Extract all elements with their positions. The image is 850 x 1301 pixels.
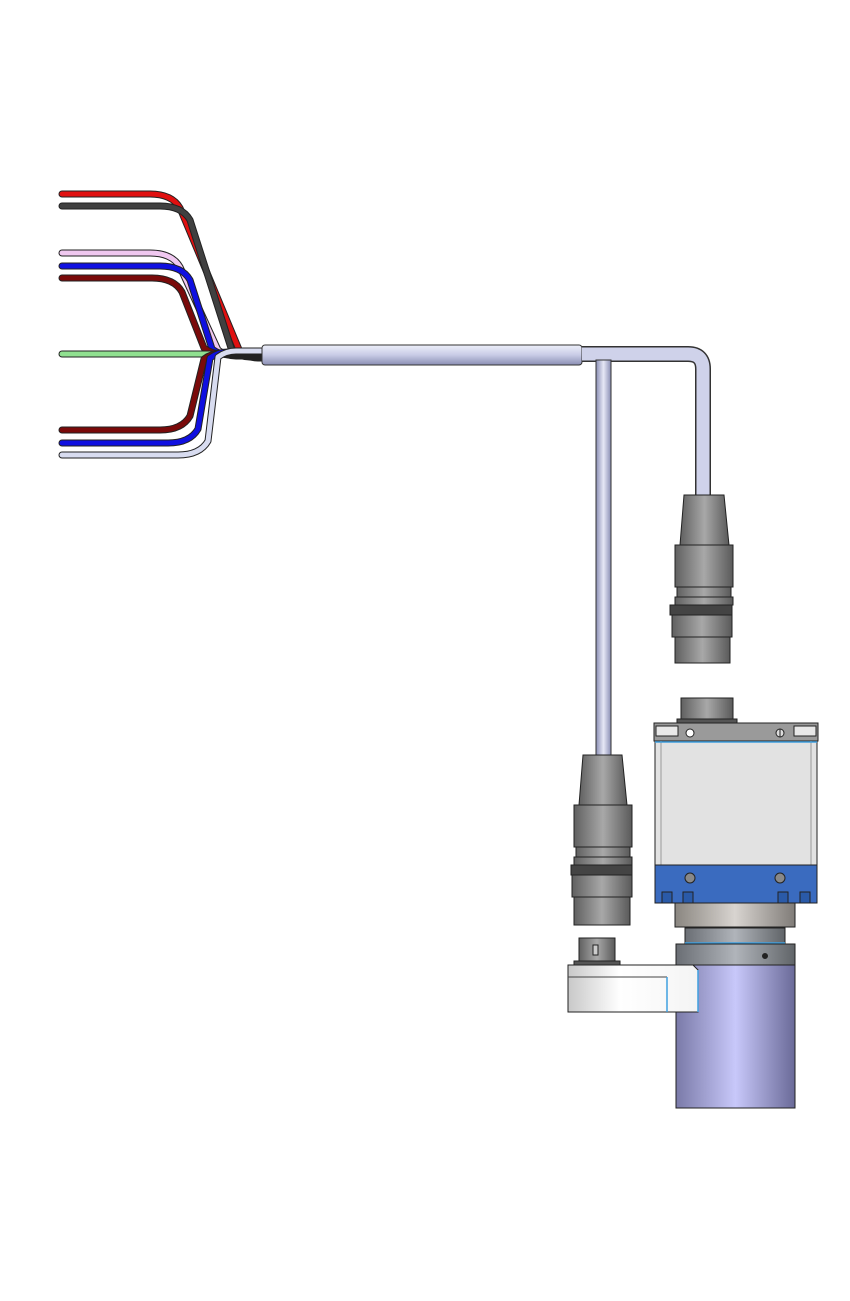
wire-bundle <box>58 190 266 459</box>
camera-top-plate <box>653 722 819 742</box>
wire-outline <box>58 349 266 434</box>
camera-blue-band <box>654 864 818 904</box>
lens-mount-ring <box>674 902 796 928</box>
lens-bracket <box>567 937 699 1013</box>
cable-branch-lower <box>595 359 612 758</box>
lens-focus-ring <box>675 943 796 966</box>
wire-outline <box>58 347 266 459</box>
cable-sheath <box>261 344 583 366</box>
wire <box>59 348 265 458</box>
camera <box>653 697 819 1109</box>
camera-connector-port <box>680 697 734 723</box>
screw-icon <box>685 728 695 738</box>
connector-upper <box>669 494 734 664</box>
wire <box>59 350 265 433</box>
camera-body <box>654 740 818 866</box>
connector-lower <box>570 754 633 926</box>
